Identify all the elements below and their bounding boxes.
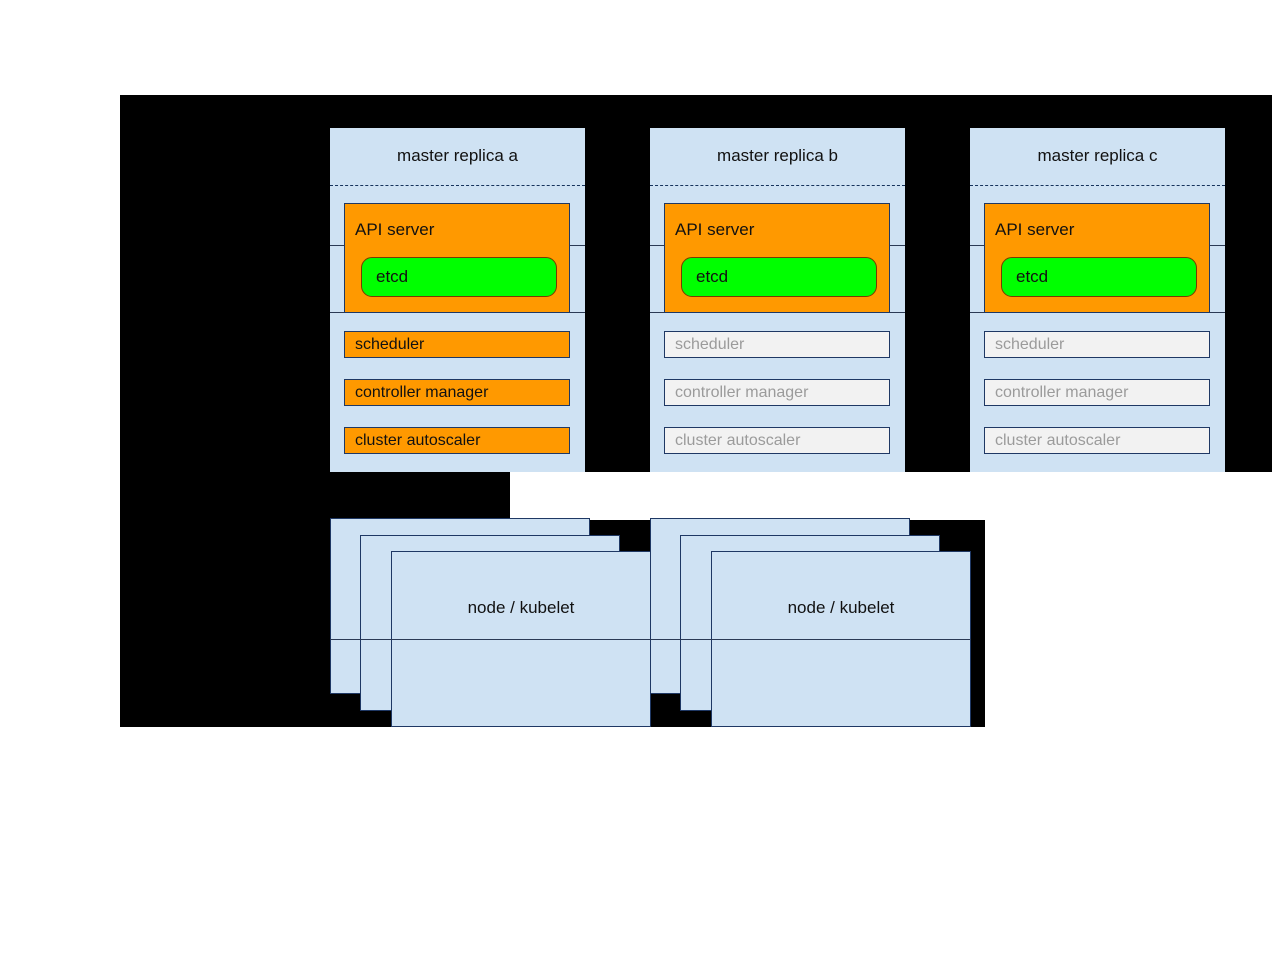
component-scheduler-a[interactable]: scheduler (344, 331, 570, 358)
etcd-box-c[interactable]: etcd (1001, 257, 1197, 297)
api-server-label: API server (995, 220, 1075, 239)
component-controller-manager-b[interactable]: controller manager (664, 379, 890, 406)
component-cluster-autoscaler-b[interactable]: cluster autoscaler (664, 427, 890, 454)
api-server-label: API server (355, 220, 435, 239)
replica-header-divider (650, 185, 905, 186)
component-scheduler-b[interactable]: scheduler (664, 331, 890, 358)
rule-node-stack-1 (330, 639, 651, 640)
etcd-box-a[interactable]: etcd (361, 257, 557, 297)
component-cluster-autoscaler-a[interactable]: cluster autoscaler (344, 427, 570, 454)
replica-header-divider (330, 185, 585, 186)
component-scheduler-c[interactable]: scheduler (984, 331, 1210, 358)
component-controller-manager-a[interactable]: controller manager (344, 379, 570, 406)
api-server-label: API server (675, 220, 755, 239)
component-cluster-autoscaler-c[interactable]: cluster autoscaler (984, 427, 1210, 454)
replica-title: master replica c (1037, 146, 1158, 165)
replica-title: master replica a (397, 146, 518, 165)
component-controller-manager-c[interactable]: controller manager (984, 379, 1210, 406)
node-label: node / kubelet (787, 598, 895, 617)
replica-title: master replica b (717, 146, 838, 165)
replica-header-divider (970, 185, 1225, 186)
rule-node-stack-2 (650, 639, 971, 640)
node-label: node / kubelet (467, 598, 575, 617)
etcd-box-b[interactable]: etcd (681, 257, 877, 297)
